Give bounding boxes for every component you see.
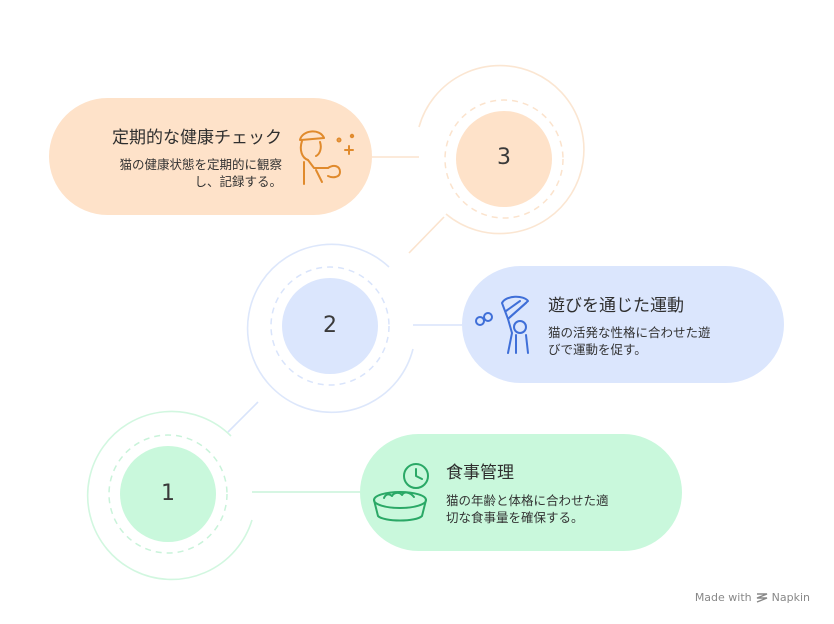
vet-checkup-icon xyxy=(294,124,358,192)
step-3-rings xyxy=(372,64,585,254)
step-1-description-line-1: 猫の年齢と体格に合わせた適 xyxy=(446,493,609,508)
step-3-description: 猫の健康状態を定期的に観察 し、記録する。 xyxy=(119,156,282,190)
step-1-rings xyxy=(86,410,360,581)
step-3-number: 3 xyxy=(497,145,511,170)
step-2-card: 遊びを通じた運動 猫の活発な性格に合わせた遊 びで運動を促す。 xyxy=(462,266,784,383)
step-3-title: 定期的な健康チェック xyxy=(112,128,282,148)
watermark-brand: Napkin xyxy=(771,591,810,604)
step-3-card: 定期的な健康チェック 猫の健康状態を定期的に観察 し、記録する。 xyxy=(49,98,372,215)
watermark-made-with: Made with xyxy=(694,591,752,604)
step-1-number: 1 xyxy=(161,481,175,506)
step-1-description-line-2: 切な食事量を確保する。 xyxy=(446,510,584,525)
step-2-description-line-2: びで運動を促す。 xyxy=(548,342,647,357)
step-1-title: 食事管理 xyxy=(446,463,514,483)
step-3-description-line-1: 猫の健康状態を定期的に観察 xyxy=(119,157,282,172)
step-1-card: 食事管理 猫の年齢と体格に合わせた適 切な食事量を確保する。 xyxy=(360,434,682,551)
step-2-title: 遊びを通じた運動 xyxy=(548,296,684,316)
step-2-description-line-1: 猫の活発な性格に合わせた遊 xyxy=(548,325,711,340)
step-2-number: 2 xyxy=(323,313,337,338)
play-net-icon xyxy=(470,291,540,361)
step-1-description: 猫の年齢と体格に合わせた適 切な食事量を確保する。 xyxy=(446,492,609,526)
step-2-description: 猫の活発な性格に合わせた遊 びで運動を促す。 xyxy=(548,324,711,358)
food-bowl-clock-icon xyxy=(370,460,436,530)
step-2-rings xyxy=(227,243,462,433)
napkin-watermark[interactable]: Made with Napkin xyxy=(695,591,810,604)
napkin-logo-icon xyxy=(756,592,767,603)
step-3-description-line-2: し、記録する。 xyxy=(194,174,282,189)
